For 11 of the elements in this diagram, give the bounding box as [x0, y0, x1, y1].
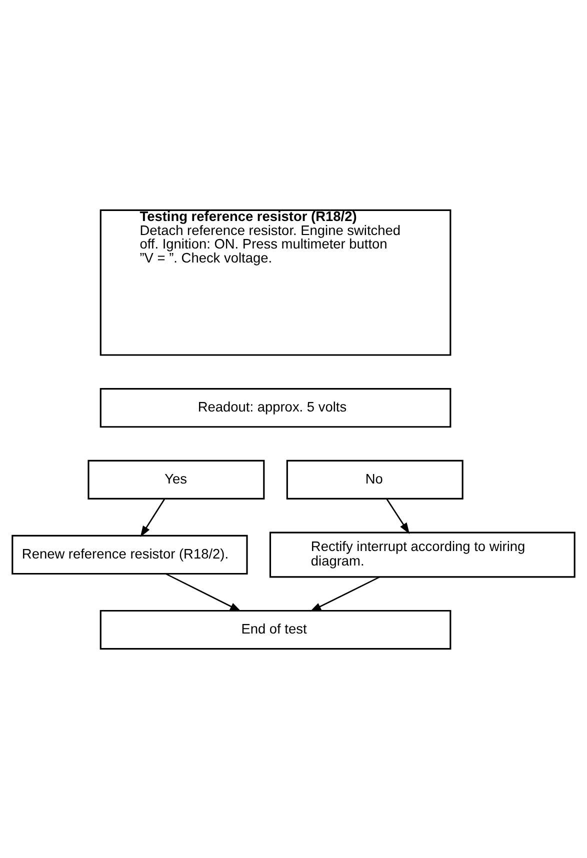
node-box: Renew reference resistor (R18/2).	[12, 534, 248, 574]
arrow	[310, 576, 380, 612]
node-box: Testing reference resistor (R18/2) Detach reference resistor. Engine switched off. Ignition: ON. Press multimeter button ”V = ”. Check voltage.	[100, 208, 452, 356]
node-box: Yes	[88, 459, 265, 499]
node-box: Readout: approx. 5 volts	[100, 388, 452, 428]
arrow	[386, 498, 410, 534]
node-box: End of test	[100, 609, 452, 650]
arrow	[165, 572, 242, 612]
node-box: Rectify interrupt according to wiring diagram.	[269, 531, 576, 578]
arrow	[140, 498, 166, 537]
node-box: No	[286, 459, 464, 499]
